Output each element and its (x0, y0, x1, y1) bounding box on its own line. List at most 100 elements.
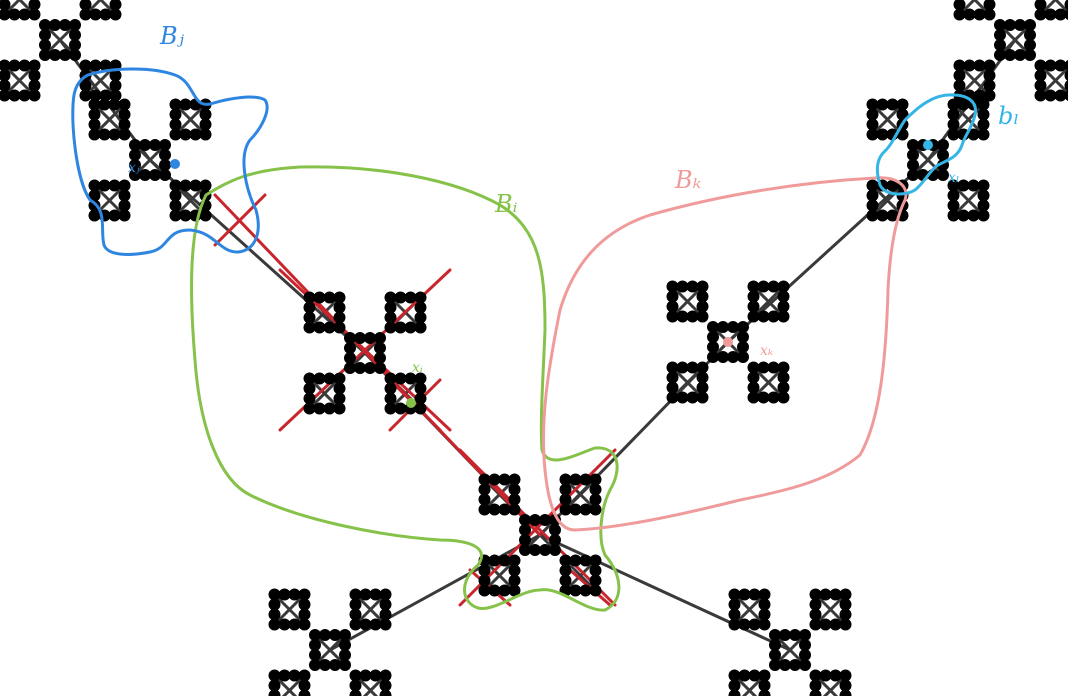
vertex-dot (199, 118, 212, 131)
vertex-dot (1064, 60, 1068, 71)
vertex-dot (384, 321, 397, 334)
vertex-dot (129, 159, 141, 171)
vertex-dot (309, 659, 321, 671)
vertex-dot (298, 588, 311, 601)
vertex-dot (323, 321, 336, 334)
vertex-dot (414, 311, 427, 324)
vertex-dot (333, 402, 346, 415)
vertex-dot (268, 669, 281, 682)
vertex-dot (953, 8, 966, 21)
vertex-dot (404, 321, 417, 334)
vertex-dot (323, 402, 336, 415)
vertex-dot (333, 382, 346, 395)
vertex-dot (1034, 89, 1047, 102)
vertex-dot (748, 588, 761, 601)
backbone-edge (328, 533, 542, 652)
vertex-dot (973, 59, 986, 72)
vertex-dot (364, 332, 376, 344)
vertex-dot (109, 0, 122, 11)
highlighted-edge (213, 193, 267, 247)
vertex-dot (478, 574, 491, 587)
vertex-dot (169, 209, 182, 222)
vertex-dot (758, 669, 771, 682)
vertex-dot (298, 598, 311, 611)
vertex-dot (767, 280, 780, 293)
vertex-dot (1014, 49, 1026, 61)
vertex-dot (727, 321, 739, 333)
vertex-dot (666, 371, 679, 384)
vertex-dot (747, 381, 760, 394)
vertex-dot (349, 598, 362, 611)
vertex-dot (696, 361, 709, 374)
vertex-dot (384, 291, 397, 304)
vertex-dot (384, 372, 397, 385)
backbone-edge (538, 340, 730, 537)
vertex-dot (994, 19, 1006, 31)
label-x-i: xᵢ (412, 360, 423, 376)
vertex-dot (947, 128, 960, 141)
vertex-dot (866, 98, 879, 111)
vertex-dot (549, 544, 561, 556)
vertex-dot (329, 629, 341, 641)
vertex-dot (737, 351, 749, 363)
vertex-dot (278, 669, 291, 682)
vertex-dot (696, 300, 709, 313)
vertex-dot (169, 108, 182, 121)
vertex-dot (8, 59, 21, 72)
vertex-dot (369, 618, 382, 631)
vertex-dot (169, 118, 182, 131)
vertex-dot (757, 391, 770, 404)
vertex-dot (394, 291, 407, 304)
vertex-dot (747, 280, 760, 293)
vertex-dot (907, 159, 919, 171)
vertex-dot (98, 128, 111, 141)
vertex-dot (478, 473, 491, 486)
vertex-dot (0, 89, 11, 102)
vertex-dot (79, 89, 92, 102)
vertex-dot (866, 128, 879, 141)
vertex-dot (963, 8, 976, 21)
vertex-dot (747, 310, 760, 323)
vertex-dot (18, 59, 31, 72)
vertex-dot (728, 679, 741, 692)
vertex-dot (0, 0, 11, 11)
vertex-dot (717, 321, 729, 333)
vertex-dot (747, 290, 760, 303)
vertex-dot (757, 310, 770, 323)
vertex-dot (789, 629, 801, 641)
vertex-dot (59, 49, 71, 61)
vertex-dot (886, 209, 899, 222)
vertex-dot (288, 618, 301, 631)
point-x-j (170, 159, 180, 169)
vertex-dot (569, 554, 582, 567)
vertex-dot (309, 649, 321, 661)
vertex-dot (579, 584, 592, 597)
vertex-dot (118, 118, 131, 131)
vertex-dot (288, 588, 301, 601)
vertex-dot (139, 139, 151, 151)
vertex-dot (559, 503, 572, 516)
vertex-dot (333, 311, 346, 324)
vertex-dot (707, 341, 719, 353)
vertex-dot (748, 669, 761, 682)
vertex-dot (359, 669, 372, 682)
vertex-dot (559, 554, 572, 567)
vertex-dot (268, 689, 281, 696)
vertex-dot (1024, 29, 1036, 41)
vertex-dot (349, 689, 362, 696)
vertex-dot (49, 49, 61, 61)
vertex-dot (364, 362, 376, 374)
vertex-dot (79, 0, 92, 11)
vertex-dot (349, 679, 362, 692)
vertex-dot (298, 689, 311, 696)
vertex-dot (809, 598, 822, 611)
vertex-dot (488, 503, 501, 516)
vertex-dot (758, 679, 771, 692)
vertex-dot (118, 209, 131, 222)
vertex-dot (779, 629, 791, 641)
vertex-dot (907, 139, 919, 151)
vertex-dot (758, 588, 771, 601)
vertex-dot (696, 290, 709, 303)
vertex-dot (809, 689, 822, 696)
vertex-dot (478, 503, 491, 516)
